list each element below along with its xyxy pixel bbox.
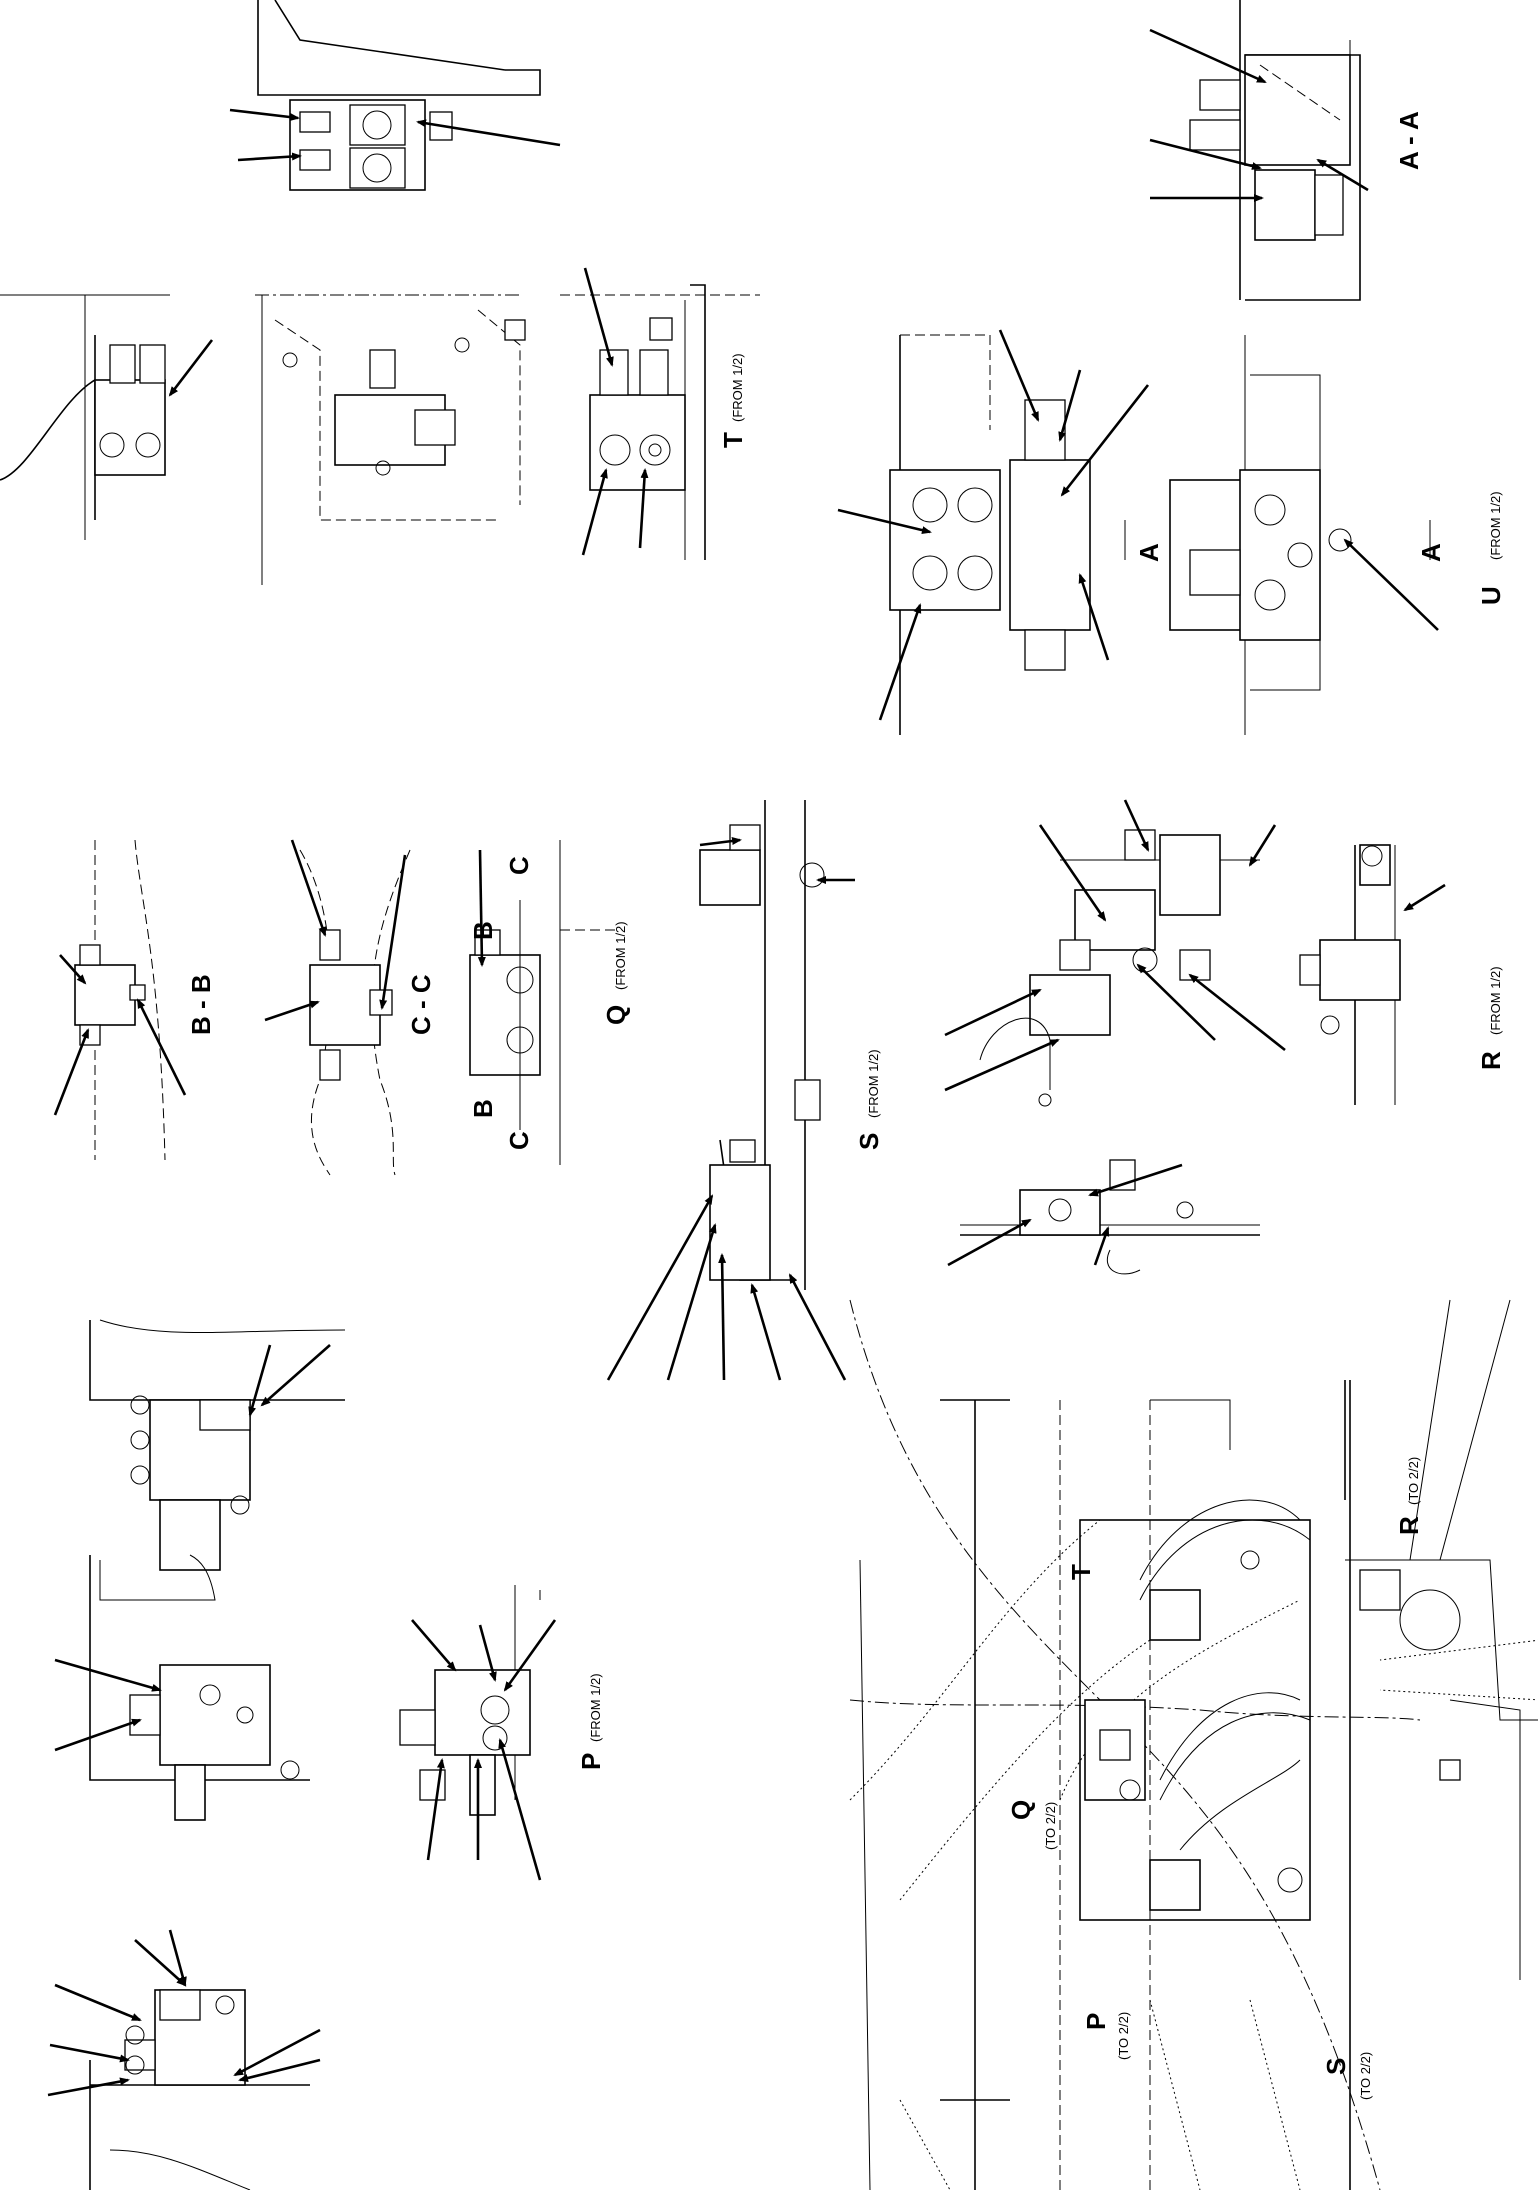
main-letter-P: P: [1081, 2013, 1111, 2030]
detail-lower-left-3: [47, 1929, 321, 2190]
detail-top-left: [229, 0, 561, 191]
view-P-note: (FROM 1/2): [588, 1673, 603, 1742]
section-A-A: A - A: [1149, 0, 1424, 301]
view-U-note: (FROM 1/2): [1488, 491, 1503, 560]
cut-mark-A-right: A: [1416, 543, 1446, 562]
view-U: A A U (FROM 1/2): [837, 329, 1506, 735]
cut-mark-B-top: B: [468, 921, 498, 940]
view-P: P (FROM 1/2): [399, 1585, 606, 1881]
detail-lower-left-2: [54, 1554, 310, 1821]
main-letter-S: S: [1321, 2058, 1351, 2075]
detail-mid-fitting: [699, 800, 855, 990]
main-assembly-view: T R (TO 2/2) Q (TO 2/2) P (TO 2/2) S (TO…: [849, 1299, 1538, 2190]
cut-mark-C-bottom: C: [504, 1131, 534, 1150]
section-B-B: B - B: [53, 839, 216, 1161]
view-Q-note: (FROM 1/2): [613, 921, 628, 990]
section-B-B-label: B - B: [186, 974, 216, 1035]
main-letter-T: T: [1066, 1564, 1096, 1580]
detail-small-lower: [947, 1159, 1260, 1275]
view-T-letter: T: [718, 432, 748, 448]
view-U-letter: U: [1476, 586, 1506, 605]
view-T: T (FROM 1/2): [560, 267, 760, 560]
view-T-note: (FROM 1/2): [730, 353, 745, 422]
view-Q: B C B C Q (FROM 1/2): [468, 840, 631, 1165]
main-Q-note: (TO 2/2): [1043, 1802, 1058, 1850]
detail-lower-left-1: [89, 1319, 346, 1571]
view-P-letter: P: [576, 1753, 606, 1770]
main-R-note: (TO 2/2): [1406, 1457, 1421, 1505]
section-C-C-label: C - C: [406, 974, 436, 1035]
view-R-letter: R: [1476, 1051, 1506, 1070]
view-R: R (FROM 1/2): [944, 799, 1506, 1107]
main-letter-Q: Q: [1006, 1800, 1036, 1820]
cut-mark-C-top: C: [504, 856, 534, 875]
view-S-note: (FROM 1/2): [866, 1049, 881, 1118]
view-S: S (FROM 1/2): [606, 990, 884, 1381]
view-S-letter: S: [854, 1133, 884, 1150]
view-Q-letter: Q: [601, 1005, 631, 1025]
detail-row2-left: [0, 294, 214, 540]
view-R-note: (FROM 1/2): [1488, 966, 1503, 1035]
main-P-note: (TO 2/2): [1116, 2012, 1131, 2060]
main-letter-R: R: [1394, 1516, 1424, 1535]
main-S-note: (TO 2/2): [1358, 2052, 1373, 2100]
cut-mark-B-bottom: B: [468, 1099, 498, 1118]
section-A-A-label: A - A: [1394, 111, 1424, 170]
section-C-C: C - C: [264, 839, 436, 1176]
cut-mark-A-left: A: [1134, 543, 1164, 562]
detail-row2-center: [255, 294, 526, 585]
